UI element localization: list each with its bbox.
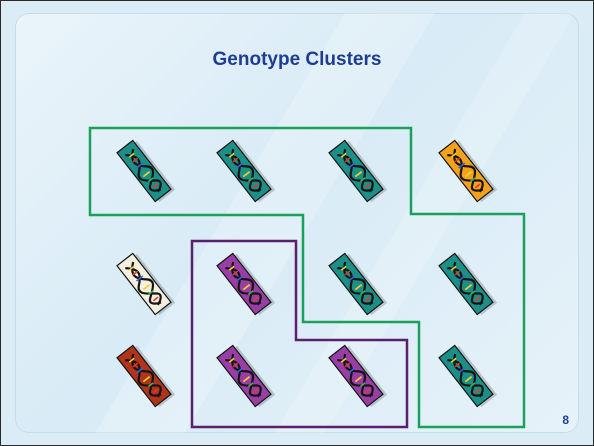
genotype-r2c3-strip: [328, 252, 388, 316]
genotype-r1c3-strip: [328, 139, 388, 203]
purple-cluster-outline: [190, 239, 409, 429]
slide-title: Genotype Clusters: [212, 49, 382, 70]
genotype-r1c2-strip: [216, 139, 276, 203]
genotype-r2c2-strip: [216, 252, 276, 316]
genotype-r1c1-strip: [116, 139, 176, 203]
genotype-r3c1-strip: [116, 344, 176, 408]
green-cluster-outline: [88, 126, 526, 429]
genotype-r2c1-strip: [116, 252, 176, 316]
genotype-r1c4-strip: [438, 139, 498, 203]
genotype-r3c2-strip: [216, 344, 276, 408]
genotype-r3c4-strip: [438, 344, 498, 408]
genotype-r3c3-strip: [328, 344, 388, 408]
genotype-r2c4-strip: [438, 252, 498, 316]
page-number: 8: [562, 413, 569, 427]
